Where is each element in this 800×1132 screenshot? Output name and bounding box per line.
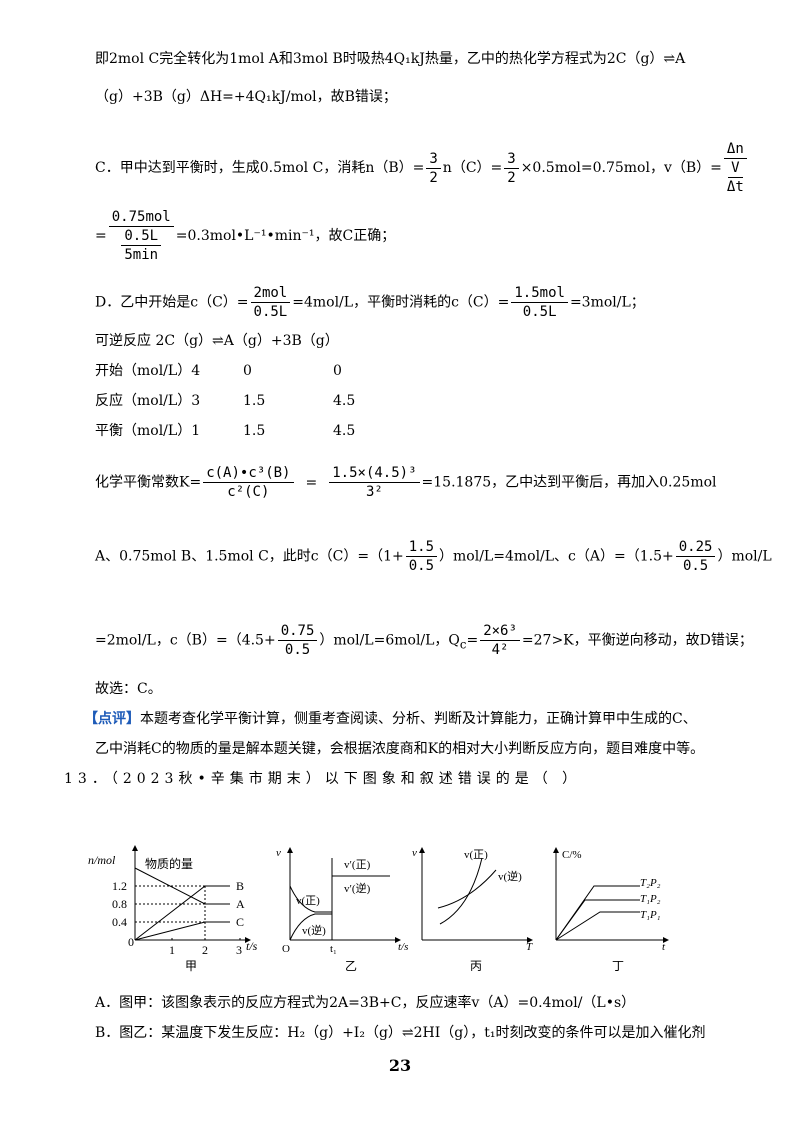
axis-label: t (662, 941, 666, 953)
series-label: v′(正) (344, 859, 371, 871)
tick-label: 0.4 (112, 915, 127, 929)
caption: 甲 (185, 959, 197, 973)
series-label: A (236, 897, 245, 911)
tick-label: t₁ (330, 943, 337, 955)
comment-line: 【点评】本题考查化学平衡计算，侧重考查阅读、分析、判断及计算能力，正确计算甲中生… (84, 711, 697, 727)
fraction: c(A)•c³(B)c²(C) (203, 464, 294, 501)
tick-label: 3 (236, 943, 242, 957)
graph-ding (553, 847, 669, 943)
series-label: C (236, 915, 244, 929)
graph-title: 物质的量 (145, 856, 193, 871)
series-label: T₁P₁ (640, 909, 661, 921)
tick-label: 1.2 (112, 879, 127, 893)
series-label: v(逆) (302, 923, 326, 937)
series-label: v′(逆) (344, 881, 371, 895)
axis-label: t/s (246, 939, 258, 953)
text-line: 即2mol C完全转化为1mol A和3mol B时吸热4Q₁kJ热量，乙中的热… (95, 51, 686, 67)
origin-label: O (282, 943, 290, 955)
tick-label: 0 (128, 935, 134, 949)
axis-label: t/s (398, 941, 408, 953)
axis-label: v (276, 847, 281, 859)
graph-yi (287, 847, 401, 943)
tick-label: 0.8 (112, 897, 127, 911)
series-label: T₂P₂ (640, 877, 661, 889)
text-line: 乙中消耗C的物质的量是解本题关键，会根据浓度商和K的相对大小判断反应方向，题目难… (95, 741, 705, 757)
series-label: B (236, 879, 244, 893)
series-label: v(正) (464, 849, 488, 861)
tick-label: 2 (202, 943, 208, 957)
graph-jia (132, 845, 251, 943)
series-label: v(逆) (498, 869, 522, 883)
caption: 乙 (345, 959, 357, 973)
text-line: 可逆反应 2C（g）⇌A（g）+3B（g） (95, 333, 339, 349)
series-label: T₁P₂ (640, 893, 661, 905)
figure-graphs: n/mol 物质的量 1.2 0.8 0.4 0 1 2 3 t/s B A C… (88, 845, 669, 973)
axis-label: T (526, 941, 533, 953)
comment-tag: 【点评】 (84, 711, 140, 727)
axis-label: C/% (562, 849, 582, 861)
text-line: 故选：C。 (95, 681, 162, 697)
text-line: （g）+3B（g）ΔH=+4Q₁kJ/mol，故B错误； (95, 89, 397, 105)
axis-label: v (412, 847, 417, 859)
tick-label: 1 (169, 943, 175, 957)
series-label: v(正) (296, 895, 320, 907)
graph-bing (419, 847, 533, 943)
caption: 丁 (612, 959, 624, 973)
caption: 丙 (470, 959, 482, 973)
axis-label: n/mol (88, 853, 116, 867)
page-number: 23 (388, 1056, 412, 1075)
option-b: B．图乙：某温度下发生反应：H₂（g）+I₂（g）⇌2HI（g），t₁时刻改变的… (95, 1025, 706, 1041)
question-title: 13．（2023秋•辛集市期末）以下图象和叙述错误的是（ ） (64, 771, 582, 787)
option-a: A．图甲：该图象表示的反应方程式为2A=3B+C，反应速率v（A）=0.4mol… (95, 995, 636, 1011)
